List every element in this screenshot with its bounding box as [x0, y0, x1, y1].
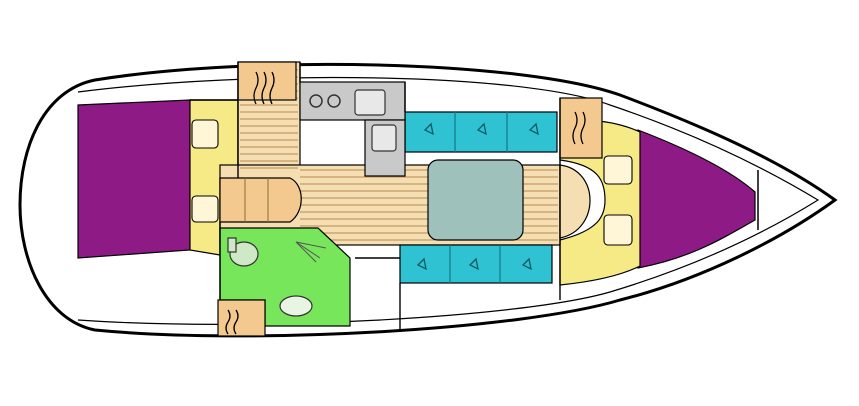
companionway-steps	[219, 177, 302, 223]
forward-steps	[559, 164, 591, 239]
settee-cushion-lines	[449, 112, 508, 283]
forward-berth-mattress	[637, 129, 756, 269]
pillow-icon	[191, 119, 219, 223]
toilet-icon	[227, 237, 259, 267]
head-compartment	[219, 227, 351, 327]
galley	[299, 81, 406, 177]
aft-cabin-port	[77, 99, 239, 259]
bulkheads	[190, 62, 561, 330]
pillow-icon	[603, 155, 633, 246]
washbasin-icon	[279, 295, 313, 317]
forward-cabin	[559, 119, 759, 286]
locker	[217, 61, 603, 337]
hull-inner-line	[77, 76, 820, 325]
galley-counter	[299, 81, 406, 121]
steps-lines	[244, 178, 269, 222]
settee-port	[399, 244, 553, 284]
hanging-locker-icon	[225, 71, 586, 335]
saloon-table	[427, 159, 524, 241]
aft-berth-mattress	[77, 99, 191, 259]
shower-icon	[295, 241, 327, 263]
settee-icon	[416, 122, 539, 271]
stove-icon	[309, 94, 341, 108]
sink-icon	[354, 89, 397, 152]
